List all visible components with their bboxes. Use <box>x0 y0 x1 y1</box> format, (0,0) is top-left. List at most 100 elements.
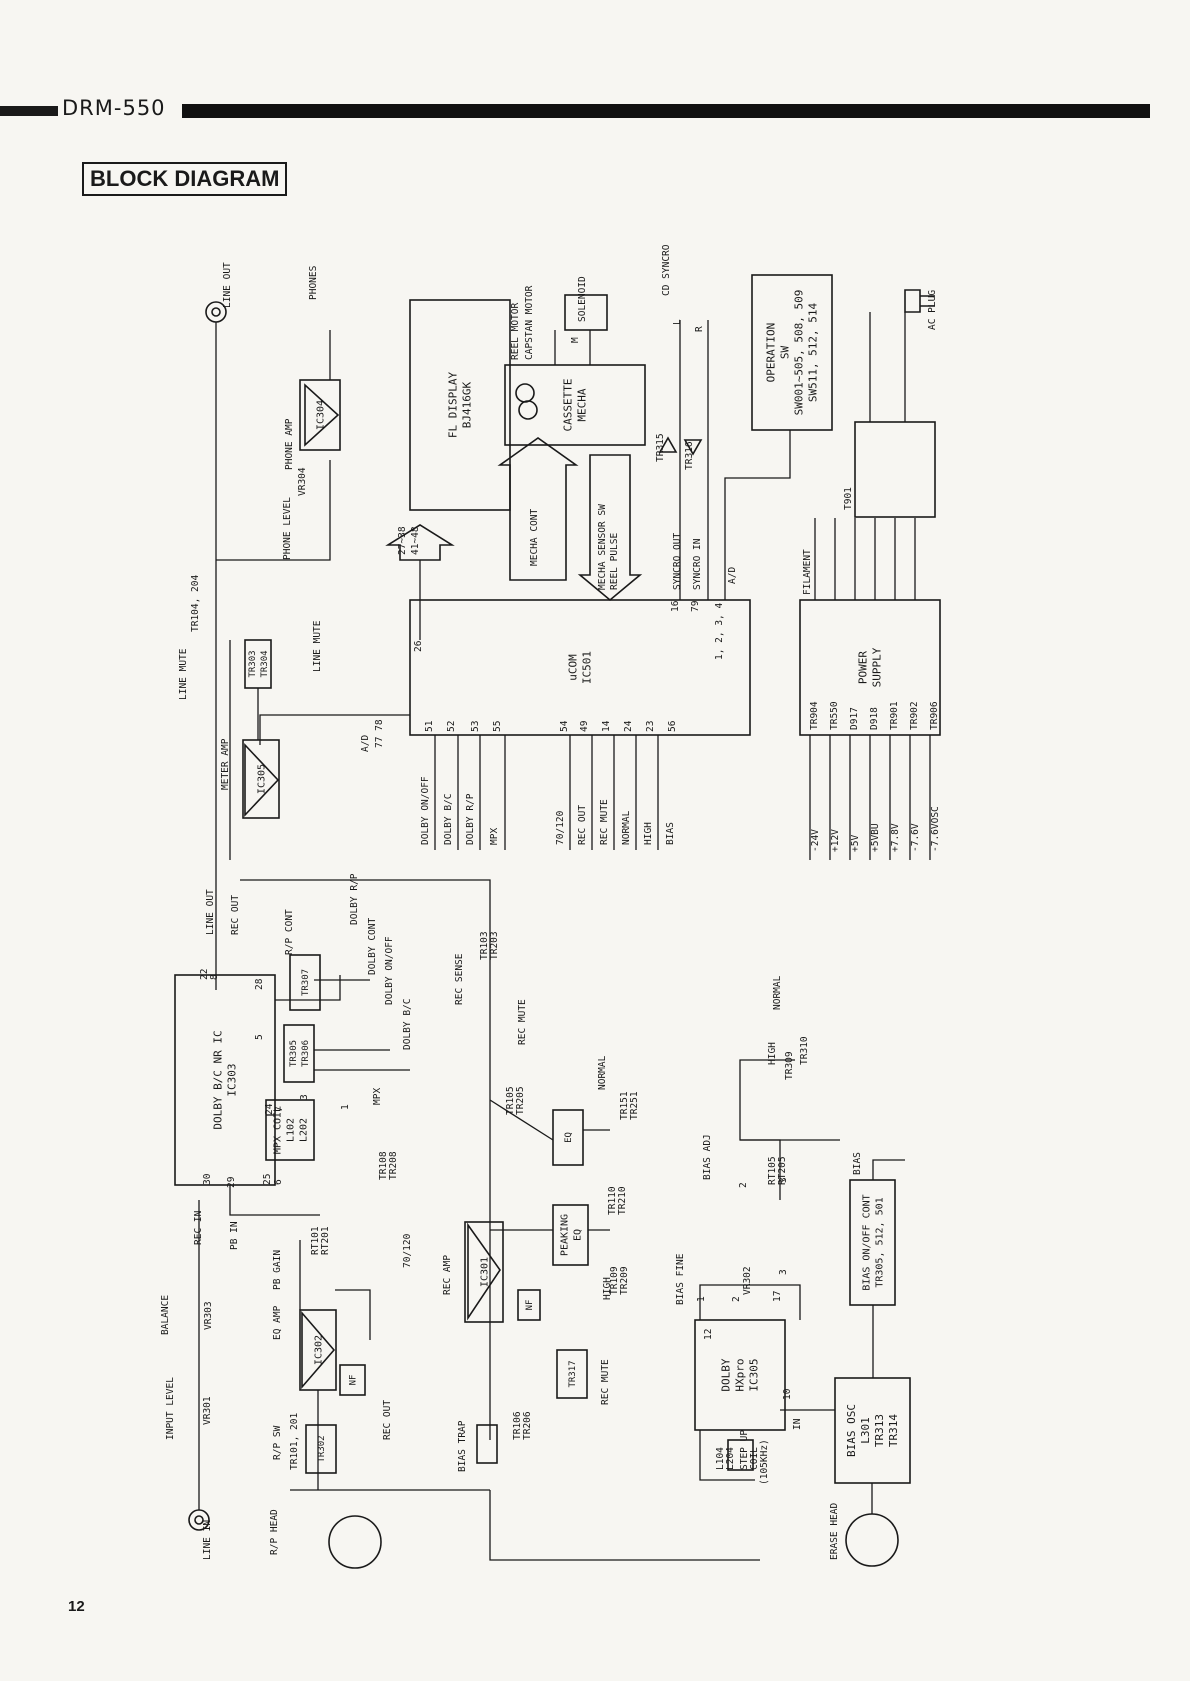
label-pin1b: 1 <box>696 1296 707 1302</box>
wire-43 <box>489 1099 554 1141</box>
label-pin55: 55 <box>492 721 503 732</box>
label-tr106: TR106 <box>512 1411 523 1440</box>
block-line: EQ <box>572 1229 583 1241</box>
block-ic301-frame <box>464 1221 504 1323</box>
label-normal: NORMAL <box>597 1055 608 1090</box>
block-bias-osc: BIAS OSCL301TR313TR314 <box>834 1377 911 1484</box>
label-v-12: +12V <box>830 829 841 852</box>
label-reel-pulse: REEL PULSE <box>609 533 620 590</box>
label-pin30: 30 <box>202 1173 213 1185</box>
block-line: SUPPLY <box>871 647 884 687</box>
label-pin8: 8 <box>209 974 220 980</box>
block-ic302: IC302 <box>299 1309 337 1391</box>
wire-49 <box>335 1289 371 1340</box>
wire-19 <box>724 430 791 600</box>
amp-tr315 <box>658 436 678 453</box>
label-pin10: 10 <box>782 1388 793 1400</box>
label-meter-amp: METER AMP <box>220 738 231 790</box>
label-bias-adj: BIAS ADJ <box>702 1134 713 1180</box>
label-rec-mute-sig: REC MUTE <box>599 799 610 845</box>
block-line: FL DISPLAY <box>447 372 460 439</box>
label-dolby-bc2: DOLBY B/C <box>402 999 413 1050</box>
transformer-t901 <box>854 421 936 518</box>
block-step-coil-frame <box>727 1439 754 1471</box>
label-tr315: TR315 <box>655 433 666 462</box>
label-cd-syncro: CD SYNCRO <box>661 244 672 296</box>
diagram-title: BLOCK DIAGRAM <box>82 162 288 196</box>
label-pin53: 53 <box>470 721 481 732</box>
block-ucom-text: uCOMIC501 <box>567 651 594 684</box>
block-bias-trap <box>476 1424 498 1464</box>
label-rec-out3: REC OUT <box>382 1400 393 1440</box>
block-line: POWER <box>857 651 870 684</box>
label-tr104: TR104, 204 <box>190 575 201 632</box>
block-dolby-nr-text: DOLBY B/C NR ICIC303 <box>212 1030 239 1129</box>
label-tr550: TR550 <box>829 701 840 730</box>
block-nf-rec-frame <box>517 1289 541 1321</box>
label-pin3b: 3 <box>778 1269 789 1275</box>
rp-head-symbol <box>328 1515 382 1569</box>
reel-motor-symbol <box>515 383 535 403</box>
block-tr305-frame <box>283 1024 315 1083</box>
block-line: TR305, 512, 501 <box>874 1197 885 1287</box>
block-bias-osc-text: BIAS OSCL301TR313TR314 <box>845 1404 900 1457</box>
amp-phone <box>304 383 340 447</box>
block-nf-eq-text: NF <box>349 1375 359 1386</box>
label-tr316: TR316 <box>684 441 695 470</box>
label-mecha-cont: MECHA CONT <box>529 509 540 566</box>
ac-plug-symbol <box>904 289 935 313</box>
arrow-display-bus <box>385 524 455 561</box>
wire-61 <box>699 1430 755 1481</box>
block-tr307: TR307 <box>289 954 321 1011</box>
label-l: L <box>672 319 683 325</box>
label-rp-head: R/P HEAD <box>269 1509 280 1555</box>
label-tr904: TR904 <box>809 701 820 730</box>
label-solenoid: SOLENOID <box>577 276 588 322</box>
header-bar-right <box>182 104 1150 118</box>
label-pin52: 52 <box>446 721 457 732</box>
label-pin26: 26 <box>413 640 424 652</box>
label-bias-trap: BIAS TRAP <box>457 1420 468 1472</box>
block-line: NF <box>349 1375 359 1386</box>
wire-59 <box>872 1159 905 1180</box>
label-tr901: TR901 <box>889 701 900 730</box>
block-ic304: IC304 <box>299 379 341 451</box>
label-pin3c: 3 <box>778 1177 789 1183</box>
label-syncro-out: SYNCRO OUT <box>672 533 683 590</box>
block-line: BJ416GK <box>461 381 474 428</box>
block-ucom: uCOMIC501 <box>409 599 751 736</box>
label-coil: COIL <box>749 1447 760 1470</box>
block-bias-trap-frame <box>476 1424 498 1464</box>
label-ad: A/D <box>360 735 371 752</box>
block-line: IC305 <box>256 764 267 794</box>
block-ic305: IC305 <box>242 739 280 819</box>
wire-7 <box>259 714 410 745</box>
label-tr203: TR203 <box>489 931 500 960</box>
label-high: HIGH <box>602 1277 613 1300</box>
block-tr307-frame <box>289 954 321 1011</box>
block-line: BIAS OSC <box>845 1404 858 1457</box>
label-rec-out-sig: REC OUT <box>577 805 588 845</box>
block-ic302-frame <box>299 1309 337 1391</box>
label-pin23: 23 <box>645 721 656 732</box>
label-pb-in: PB IN <box>229 1221 240 1250</box>
page-number: 12 <box>68 1598 85 1615</box>
label-step-up: STEP UP <box>739 1430 750 1470</box>
block-tr317-frame <box>556 1349 588 1399</box>
label-dolby-onoff: DOLBY ON/OFF <box>420 776 431 845</box>
block-nf-eq-frame <box>339 1364 366 1396</box>
block-ic305-text: IC305 <box>256 764 267 794</box>
label-v-5vbu: +5VBU <box>870 823 881 852</box>
label-pin3: 3 <box>299 1094 310 1100</box>
block-dolby-hx: DOLBYHXproIC305 <box>694 1319 786 1431</box>
block-tr307-text: TR307 <box>301 969 311 996</box>
block-tr302-text: TR302 <box>317 1435 327 1462</box>
block-line: EQ <box>564 1132 574 1143</box>
label-ad2: A/D <box>727 567 738 584</box>
